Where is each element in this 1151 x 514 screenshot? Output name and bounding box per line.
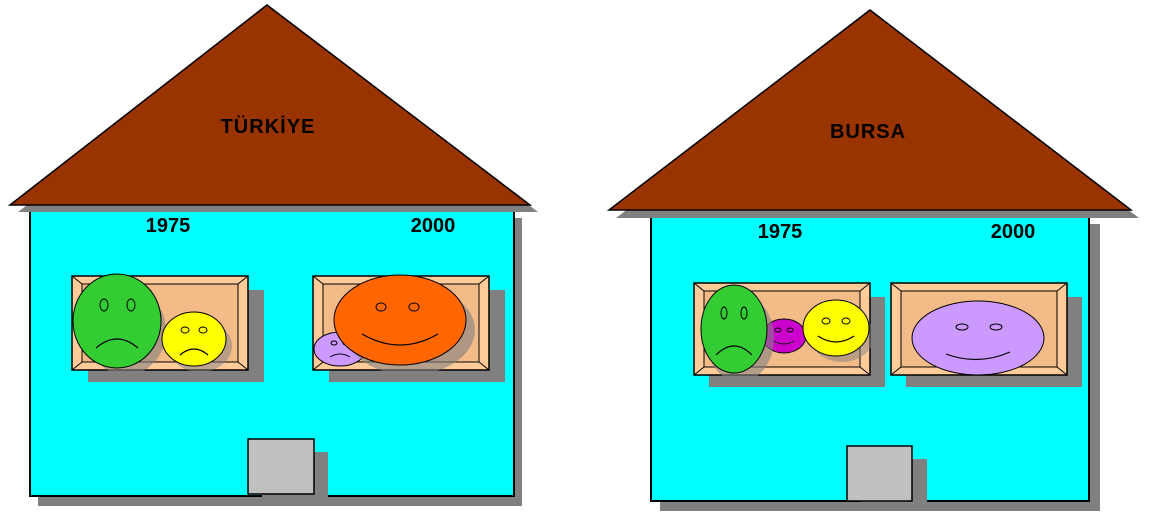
- window-1975: [694, 283, 885, 387]
- house-title: BURSA: [830, 121, 906, 143]
- sad-face-icon: [73, 274, 161, 368]
- year-label: 2000: [411, 215, 456, 237]
- window-1975: [72, 274, 264, 382]
- house-title: TÜRKİYE: [221, 115, 316, 138]
- happy-face-icon: [803, 300, 869, 356]
- house-door: [847, 446, 912, 501]
- sad-face-icon: [701, 285, 767, 373]
- sad-face-icon: [162, 312, 226, 366]
- window-2000: [891, 283, 1082, 387]
- house-bursa: BURSA 1975 2000: [609, 10, 1139, 511]
- year-label: 2000: [991, 221, 1036, 243]
- house-roof: [10, 5, 530, 205]
- house-door: [248, 439, 314, 494]
- happy-face-icon: [334, 275, 466, 365]
- year-label: 1975: [758, 221, 803, 243]
- happy-face-icon: [912, 301, 1044, 375]
- window-2000: [313, 275, 505, 382]
- house-turkiye: TÜRKİYE 1975 2000: [10, 5, 538, 506]
- house-roof: [609, 10, 1131, 210]
- year-label: 1975: [146, 215, 191, 237]
